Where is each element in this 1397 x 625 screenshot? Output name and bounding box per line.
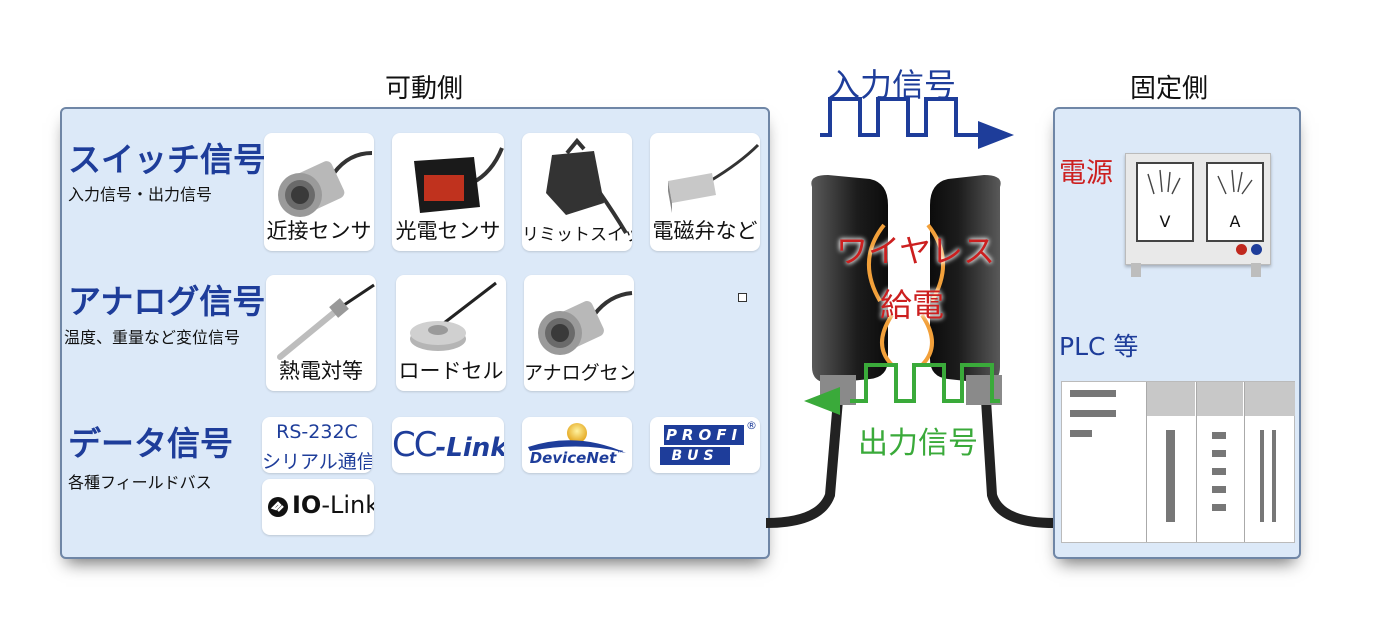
plc-module-1-body [1146,416,1195,542]
analog-sensor-card: アナログセンサ [524,275,634,391]
data-signal-subtitle: 各種フィールドバス [68,473,212,492]
devicenet-tm: ™ [616,449,625,458]
photoelectric-sensor-icon [414,147,504,213]
power-supply-foot-right [1251,263,1261,277]
output-signal-label: 出力信号 [858,426,978,461]
plc-module-3-bar-2 [1272,430,1276,522]
cc-link-link: -Link [435,433,504,463]
fixed-side-heading: 固定側 [1130,74,1209,104]
proximity-sensor-card: 近接センサ [264,133,374,251]
ammeter-label: A [1229,212,1241,231]
wireless-coupler-graphic [765,97,1055,528]
ammeter: A [1206,162,1264,242]
devicenet-card: DeviceNet™ [522,417,632,473]
load-cell-icon [410,281,497,351]
plc-cpu-line1 [1070,390,1116,397]
analog-sensor-label: アナログセンサ [524,362,634,384]
plc-module-2-led-1 [1212,432,1226,439]
plc-module-2-led-3 [1212,468,1226,475]
analog-signal-subtitle: 温度、重量など変位信号 [64,328,241,347]
load-cell-card: ロードセル [396,275,506,391]
plc-module-3-body [1244,416,1295,542]
switch-signal-subtitle: 入力信号・出力信号 [68,185,213,204]
terminal-red [1236,244,1247,255]
plc-module-1-bar [1166,430,1175,522]
plc-module-2-body [1196,416,1243,542]
rs232c-line1: RS-232C [276,421,358,443]
power-supply-label: 電源 [1059,158,1113,189]
io-link-io: IO [292,491,322,519]
cc-link-logo: CC-Link [392,425,504,465]
cc-link-card: CC-Link [392,417,504,473]
plc-module-3-bar-1 [1260,430,1264,522]
plc-module-1-header [1146,382,1195,416]
thermocouple-icon [277,283,375,360]
photoelectric-sensor-label: 光電センサ [395,219,501,243]
switch-signal-title: スイッチ信号 [68,140,266,179]
power-supply-foot-left [1131,263,1141,277]
terminal-blue [1251,244,1262,255]
analog-sensor-icon [538,291,633,355]
ammeter-needle-icon [1217,169,1253,195]
profibus-card: PROFI BUS ® [650,417,760,473]
profibus-registered: ® [746,419,757,432]
devicenet-logo: DeviceNet™ [522,449,632,467]
solenoid-valve-label: 電磁弁など [652,219,758,243]
plc-unit [1061,381,1295,543]
load-cell-label: ロードセル [398,359,504,383]
limit-switch-icon [546,137,628,235]
plc-module-2-led-2 [1212,450,1226,457]
thermocouple-label: 熱電対等 [279,359,363,383]
profibus-top: PROFI [664,425,744,445]
movable-side-panel: スイッチ信号 入力信号・出力信号 近接センサ 光電センサ リミットスイッチ [60,107,770,559]
small-square-marker [738,293,747,302]
fixed-side-panel: 電源 V A PLC 等 [1053,107,1301,559]
voltmeter: V [1136,162,1194,242]
plc-cpu-line3 [1070,430,1092,437]
photoelectric-sensor-card: 光電センサ [392,133,504,251]
plc-module-2-led-5 [1212,504,1226,511]
proximity-sensor-icon [278,151,373,217]
io-link-link: -Link [321,491,374,519]
wireless-power-label-line1: ワイヤレス [836,232,996,270]
plc-cpu-line2 [1070,410,1116,417]
solenoid-valve-icon [668,143,760,213]
profibus-bottom: BUS [660,447,730,465]
rs232c-line2: シリアル通信 [262,451,372,473]
input-signal-label: 入力信号 [828,66,957,104]
voltmeter-label: V [1159,212,1171,231]
data-signal-title: データ信号 [68,424,233,463]
analog-signal-title: アナログ信号 [68,282,266,321]
plc-label: PLC 等 [1059,332,1139,361]
voltmeter-needle-icon [1147,169,1181,195]
limit-switch-label: リミットスイッチ [522,225,632,245]
movable-side-heading: 可動側 [385,74,464,104]
devicenet-text: DeviceNet [529,449,617,467]
rs232c-card: RS-232C シリアル通信 [262,417,372,473]
cc-link-cc: CC [392,425,438,465]
wireless-power-label-line2: 給電 [880,286,945,324]
io-link-card: IO-Link [262,479,374,535]
plc-module-3-header [1244,382,1295,416]
thermocouple-card: 熱電対等 [266,275,376,391]
plc-module-2-header [1196,382,1243,416]
plc-module-2-led-4 [1212,486,1226,493]
solenoid-valve-card: 電磁弁など [650,133,760,251]
proximity-sensor-label: 近接センサ [266,219,372,243]
power-supply-unit: V A [1125,153,1271,265]
io-link-icon [268,497,288,517]
devicenet-swoosh-icon [528,423,626,453]
io-link-logo: IO-Link [292,491,374,519]
limit-switch-card: リミットスイッチ [522,133,632,251]
